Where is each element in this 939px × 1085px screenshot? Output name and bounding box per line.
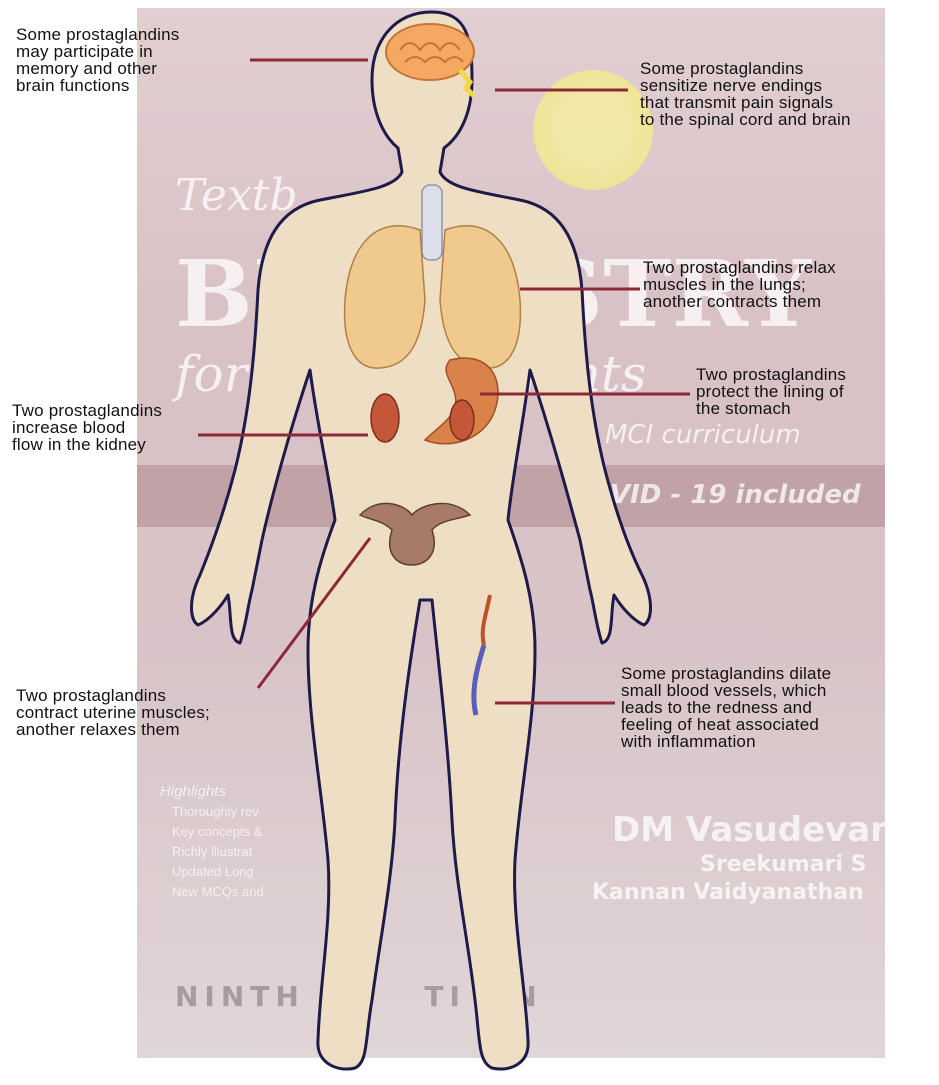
right-kidney <box>450 400 474 440</box>
annotation-uterus: Two prostaglandins contract uterine musc… <box>16 687 210 738</box>
annotation-nerve: Some prostaglandins sensitize nerve endi… <box>640 60 851 128</box>
annotation-lungs: Two prostaglandins relax muscles in the … <box>643 259 836 310</box>
left-kidney <box>371 394 399 442</box>
trachea <box>422 185 442 260</box>
annotation-stomach: Two prostaglandins protect the lining of… <box>696 366 846 417</box>
annotation-brain: Some prostaglandins may participate in m… <box>16 26 180 94</box>
annotation-kidney: Two prostaglandins increase blood flow i… <box>12 402 162 453</box>
annotation-vessels: Some prostaglandins dilate small blood v… <box>621 665 831 750</box>
